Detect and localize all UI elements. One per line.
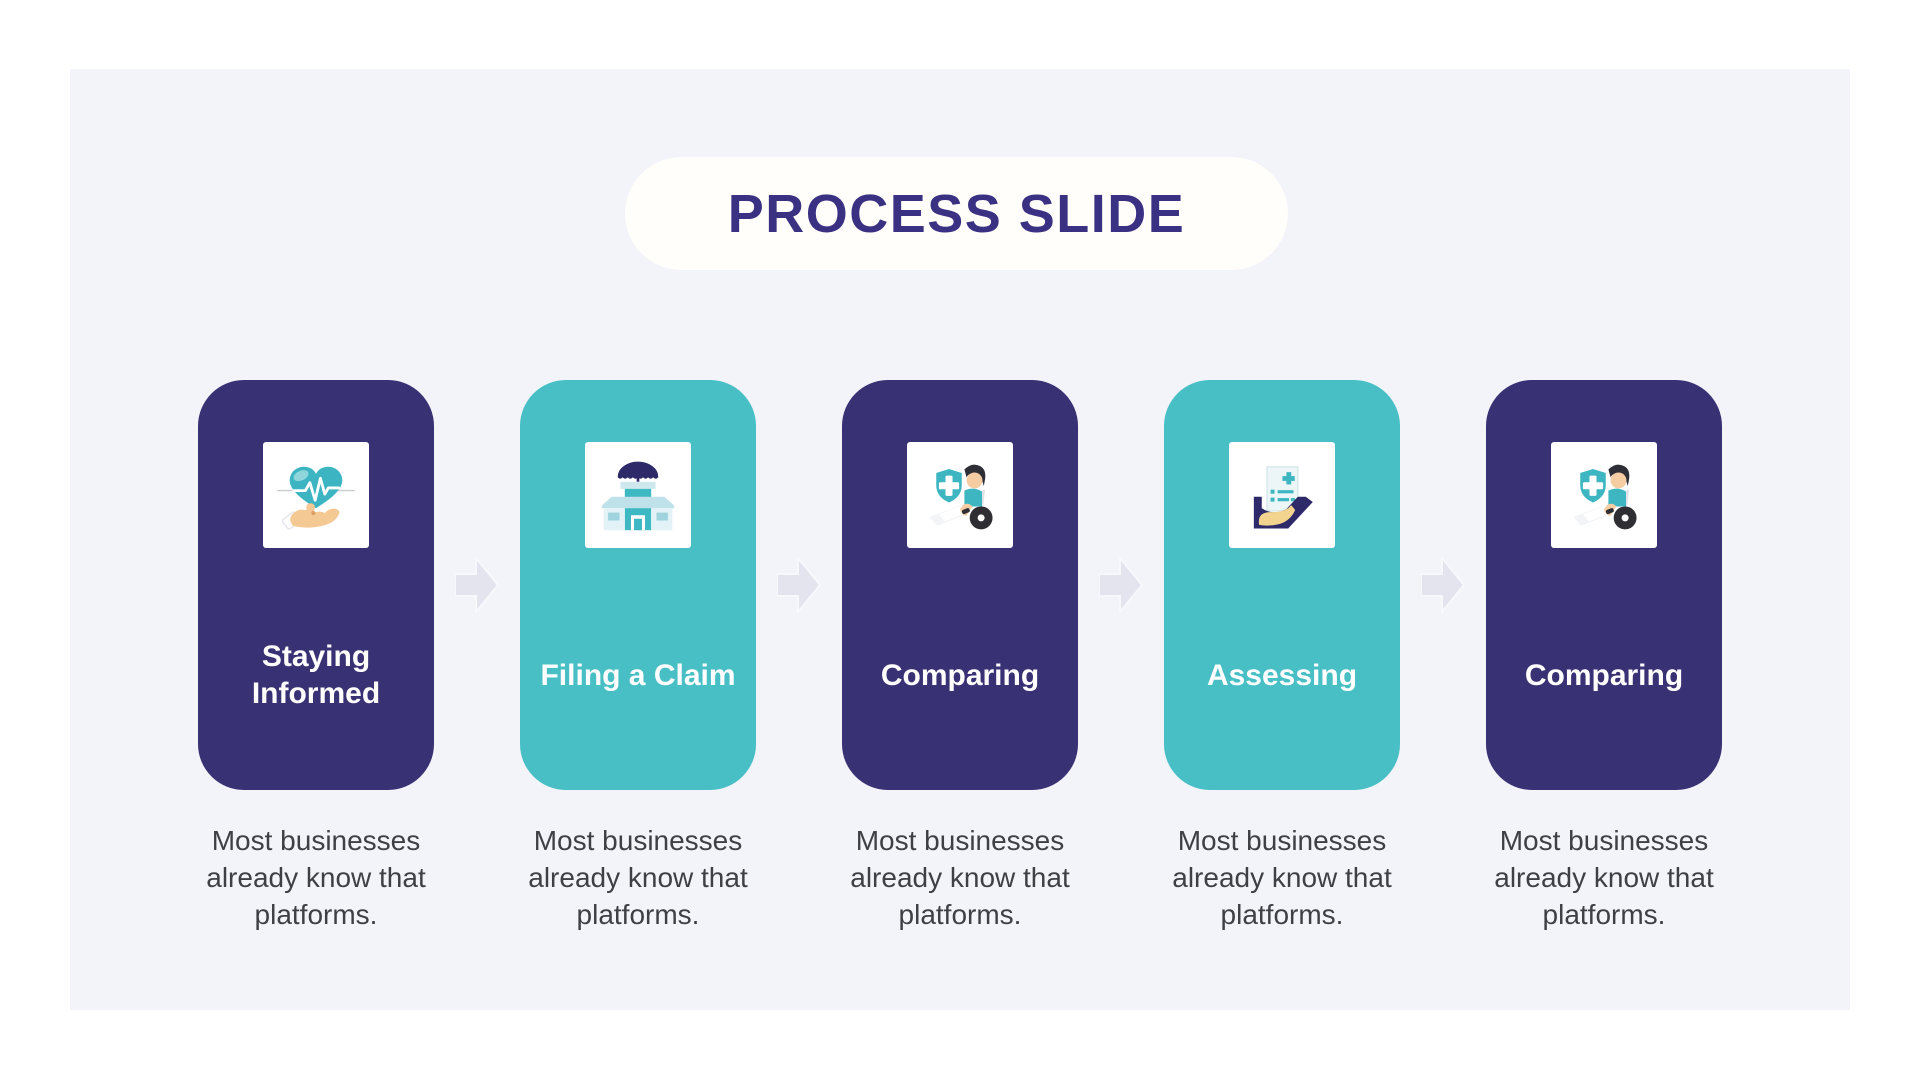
patient-wheelchair-shield-icon	[1573, 464, 1637, 530]
medical-document-hand-icon	[1253, 466, 1313, 529]
card-title: Comparing	[1524, 658, 1684, 692]
icon-tile	[1551, 442, 1657, 548]
title-pill: PROCESS SLIDE	[625, 157, 1288, 270]
icon-tile	[907, 442, 1013, 548]
icon-tile	[263, 442, 369, 548]
card-description: Most businesses already know that platfo…	[528, 825, 748, 930]
card-description: Most businesses already know that platfo…	[206, 825, 426, 930]
process-card-comparing-1: Comparing	[842, 380, 1078, 790]
card-title: Comparing	[880, 658, 1040, 692]
arrow-right-icon	[777, 557, 821, 613]
icon-tile	[1229, 442, 1335, 548]
card-title: Filing a Claim	[540, 658, 736, 692]
arrow-right-icon	[1099, 557, 1143, 613]
arrow-right-icon	[455, 557, 499, 613]
card-title: Assessing	[1206, 658, 1358, 692]
process-card-filing-a-claim: Filing a Claim	[520, 380, 756, 790]
card-description: Most businesses already know that platfo…	[1172, 825, 1392, 930]
card-description: Most businesses already know that platfo…	[850, 825, 1070, 930]
arrow-right-icon	[1421, 557, 1465, 613]
heart-pulse-hand-icon	[277, 466, 355, 530]
process-card-assessing: Assessing	[1164, 380, 1400, 790]
patient-wheelchair-shield-icon	[929, 464, 993, 530]
process-card-staying-informed: Staying Informed	[198, 380, 434, 790]
page-title: PROCESS SLIDE	[727, 183, 1186, 244]
icon-tile	[585, 442, 691, 548]
process-card-comparing-2: Comparing	[1486, 380, 1722, 790]
insurance-building-umbrella-icon	[601, 461, 675, 531]
card-title: Staying Informed	[251, 640, 381, 710]
card-description: Most businesses already know that platfo…	[1494, 825, 1714, 930]
